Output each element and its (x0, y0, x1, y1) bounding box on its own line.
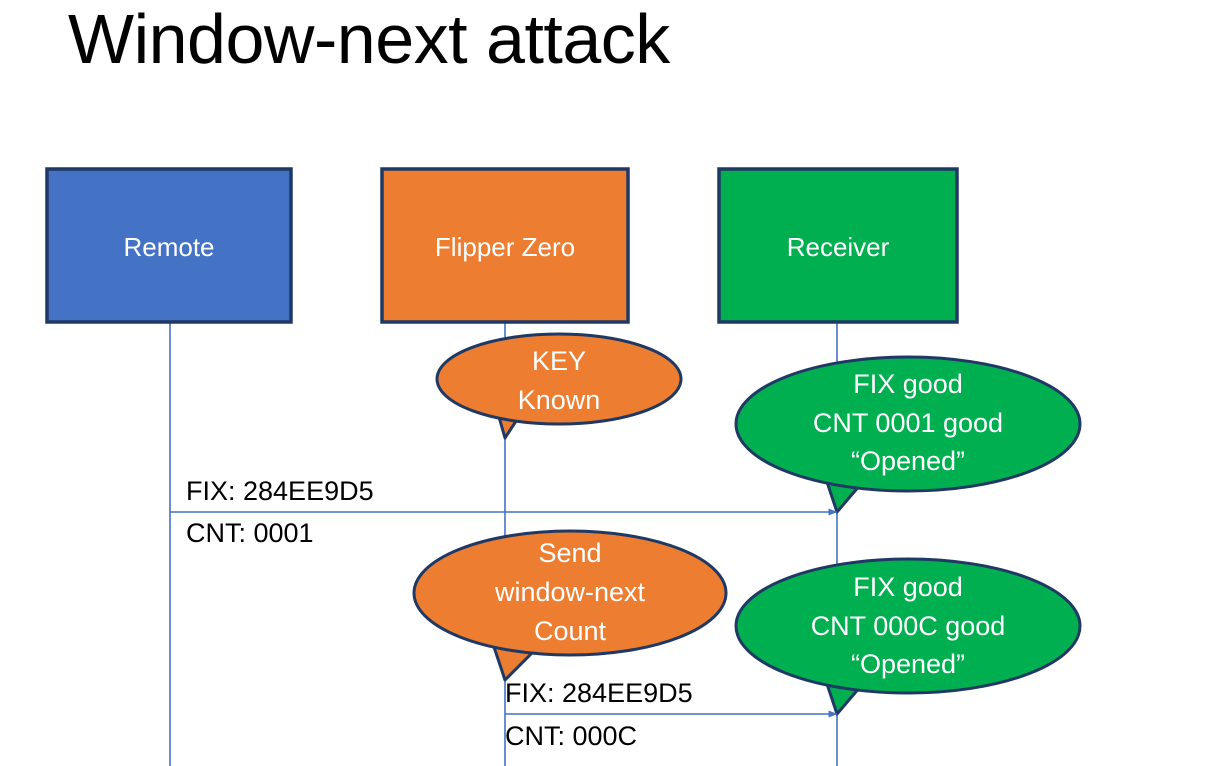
message-label-below: CNT: 000C (505, 721, 637, 751)
callout-line: “Opened” (851, 649, 965, 679)
callout-receiver-accept-000C[interactable]: FIX good CNT 000C good “Opened” (734, 557, 1082, 716)
actor-flipper[interactable]: Flipper Zero (380, 167, 630, 324)
callout-line: FIX good (853, 369, 963, 399)
actor-flipper-label: Flipper Zero (435, 232, 575, 262)
actor-remote-label: Remote (123, 232, 214, 262)
message-label-above: FIX: 284EE9D5 (505, 678, 693, 708)
actor-receiver-label: Receiver (787, 232, 890, 262)
callout-bubble[interactable] (734, 557, 1082, 695)
actor-receiver[interactable]: Receiver (717, 167, 959, 324)
callout-line: CNT 000C good (811, 611, 1006, 641)
callout-line: CNT 0001 good (813, 408, 1003, 438)
callout-line: Count (534, 616, 607, 646)
message-flipper-to-receiver: FIX: 284EE9D5 CNT: 000C (505, 678, 838, 751)
callout-flipper-send-window-next[interactable]: Send window-next Count (412, 529, 728, 682)
callout-line: KEY (532, 346, 586, 376)
callout-line: Known (518, 385, 601, 415)
callout-bubble[interactable] (734, 355, 1082, 493)
callout-receiver-accept-0001[interactable]: FIX good CNT 0001 good “Opened” (734, 355, 1082, 514)
callout-line: FIX good (853, 572, 963, 602)
actor-remote-box[interactable] (45, 167, 293, 324)
actor-receiver-box[interactable] (717, 167, 959, 324)
message-label-below: CNT: 0001 (186, 518, 314, 548)
callout-bubble[interactable] (435, 332, 683, 426)
callout-flipper-key-known[interactable]: KEY Known (435, 332, 683, 440)
message-label-above: FIX: 284EE9D5 (186, 476, 374, 506)
callout-line: “Opened” (851, 446, 965, 476)
callout-bubble[interactable] (412, 529, 728, 657)
message-remote-to-receiver: FIX: 284EE9D5 CNT: 0001 (170, 476, 838, 548)
page-title: Window-next attack (68, 0, 670, 78)
actor-flipper-box[interactable] (380, 167, 630, 324)
callout-line: window-next (494, 577, 646, 607)
callout-line: Send (538, 538, 601, 568)
actor-remote[interactable]: Remote (45, 167, 293, 324)
